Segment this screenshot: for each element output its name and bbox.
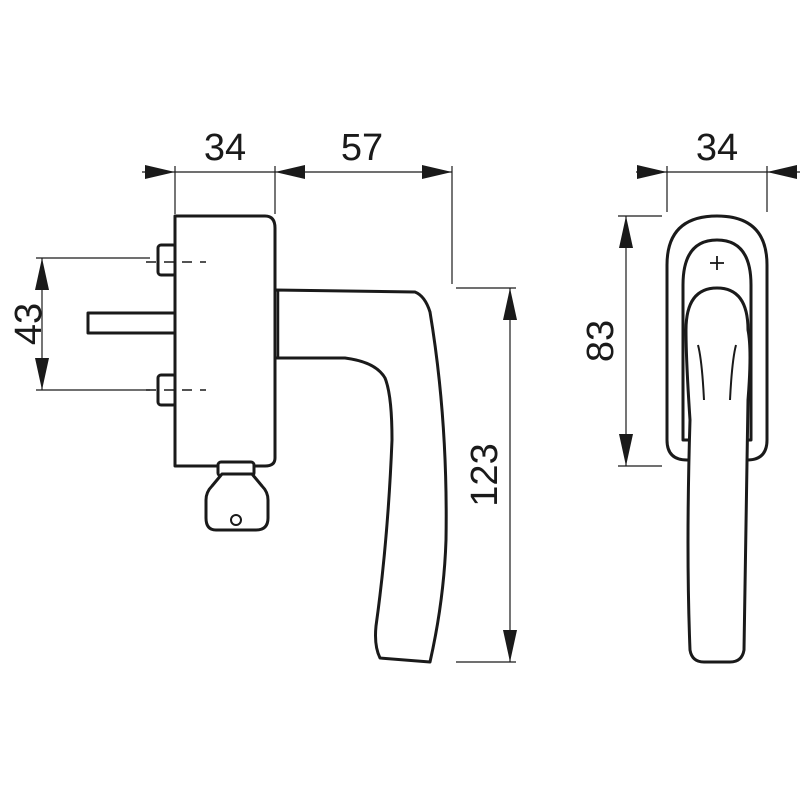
dimension-57-label: 57 [341,127,383,169]
screw-mark-top [710,256,724,270]
screw-top [156,243,178,277]
dimension-43: 43 [8,257,150,391]
key-icon [204,460,270,532]
dimension-34-front-label: 34 [696,127,738,169]
dimension-123-label: 123 [464,443,506,506]
dimension-123: 123 [456,287,517,663]
handle-side [273,288,448,664]
dimension-83-label: 83 [580,320,622,362]
handle-front [684,286,752,664]
dimension-43-label: 43 [8,303,50,345]
dimension-83: 83 [580,215,662,467]
spindle [86,311,180,335]
dimension-34-label: 34 [204,127,246,169]
side-view: 43 34 57 123 [8,127,517,664]
front-view: 34 83 [580,127,800,664]
base-plate [173,214,277,468]
dimension-top-row: 34 57 [142,127,453,284]
dimension-34-front: 34 [636,127,800,212]
